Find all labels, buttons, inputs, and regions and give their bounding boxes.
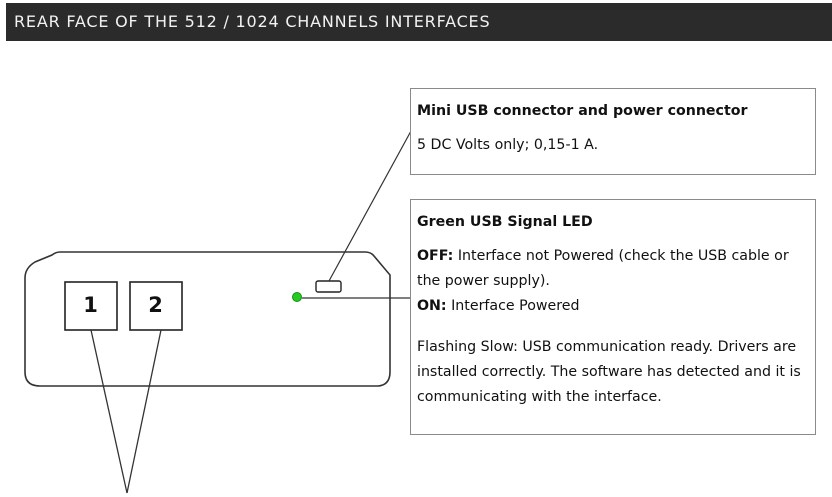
usb-leader-line [328, 130, 412, 282]
mini-usb-connector [315, 280, 342, 293]
led-callout: Green USB Signal LED OFF: Interface not … [410, 199, 816, 435]
led-on-label: ON: [417, 298, 447, 314]
page-header: REAR FACE OF THE 512 / 1024 CHANNELS INT… [6, 3, 832, 41]
port-2-label: 2 [148, 293, 163, 317]
led-on-text: Interface Powered [446, 298, 580, 314]
led-flashing-text: Flashing Slow: USB communication ready. … [417, 339, 801, 405]
led-on-line: ON: Interface Powered [417, 294, 809, 319]
led-off-text: Interface not Powered (check the USB cab… [417, 248, 789, 289]
port-1-box [64, 281, 118, 331]
usb-power-callout: Mini USB connector and power connector 5… [410, 88, 816, 175]
led-off-label: OFF: [417, 248, 454, 264]
port-1-label: 1 [83, 293, 98, 317]
led-off-line: OFF: Interface not Powered (check the US… [417, 244, 809, 294]
port-2-box [129, 281, 183, 331]
page-title: REAR FACE OF THE 512 / 1024 CHANNELS INT… [14, 12, 491, 31]
port-1-leader-line [90, 329, 128, 494]
usb-power-callout-text: 5 DC Volts only; 0,15-1 A. [417, 137, 599, 153]
led-callout-title: Green USB Signal LED [417, 214, 593, 230]
port-2-leader-line [126, 329, 162, 494]
usb-power-callout-title: Mini USB connector and power connector [417, 103, 748, 119]
green-led [292, 292, 302, 302]
